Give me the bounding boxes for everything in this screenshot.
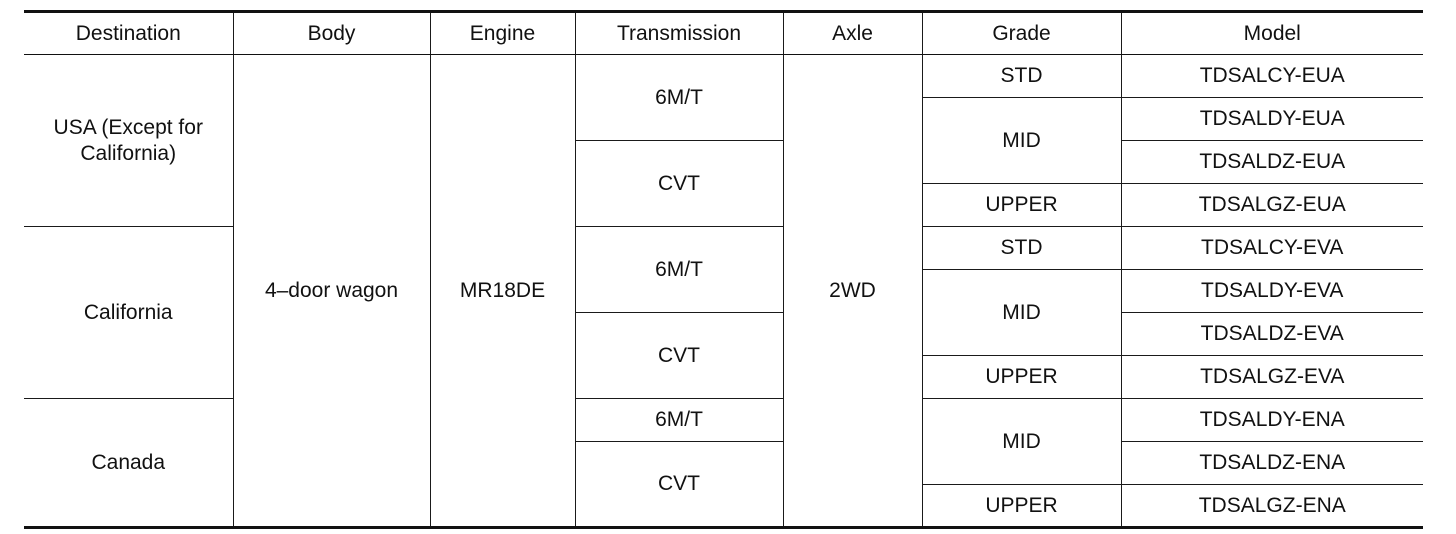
vehicle-identification-table: Destination Body Engine Transmission Axl… — [24, 10, 1423, 529]
header-engine: Engine — [429, 10, 576, 55]
transmission-cell: 6M/T — [574, 398, 784, 442]
table-row: CVT TDSALDZ-EVA — [24, 312, 1423, 399]
engine-cell: MR18DE — [429, 54, 576, 529]
header-model: Model — [1120, 10, 1423, 55]
model-cell: TDSALCY-EUA — [1120, 54, 1423, 98]
table-row: California 6M/T STD TDSALCY-EVA — [24, 226, 1423, 399]
model-cell: TDSALGZ-ENA — [1120, 484, 1423, 529]
table-row: UPPER TDSALGZ-ENA — [24, 484, 1423, 529]
model-cell: TDSALDY-EVA — [1120, 269, 1423, 313]
axle-cell: 2WD — [782, 54, 923, 529]
grade-cell: UPPER — [921, 355, 1122, 399]
body-cell: 4–door wagon — [232, 54, 431, 529]
destination-cell-canada: Canada — [24, 398, 234, 529]
header-axle: Axle — [782, 10, 923, 55]
header-transmission: Transmission — [574, 10, 784, 55]
model-cell: TDSALDZ-EVA — [1120, 312, 1423, 356]
transmission-cell: CVT — [574, 312, 784, 399]
model-cell: TDSALDZ-ENA — [1120, 441, 1423, 485]
grade-cell: UPPER — [921, 484, 1122, 529]
vehicle-identification-table-container: Destination Body Engine Transmission Axl… — [24, 10, 1423, 529]
grade-cell: STD — [921, 54, 1122, 98]
transmission-cell: 6M/T — [574, 226, 784, 313]
model-cell: TDSALGZ-EUA — [1120, 183, 1423, 227]
table-row: MID TDSALDY-EVA — [24, 269, 1423, 356]
table-row: Canada 6M/T MID TDSALDY-ENA — [24, 398, 1423, 529]
table-row: MID TDSALDY-EUA — [24, 97, 1423, 184]
transmission-cell: CVT — [574, 140, 784, 227]
model-cell: TDSALDY-EUA — [1120, 97, 1423, 141]
model-cell: TDSALGZ-EVA — [1120, 355, 1423, 399]
table-row: UPPER TDSALGZ-EVA — [24, 355, 1423, 399]
model-cell: TDSALDZ-EUA — [1120, 140, 1423, 184]
header-row: Destination Body Engine Transmission Axl… — [24, 10, 1423, 55]
grade-cell: MID — [921, 398, 1122, 485]
table-row: USA (Except for California) 4–door wagon… — [24, 54, 1423, 529]
table-row: UPPER TDSALGZ-EUA — [24, 183, 1423, 227]
destination-cell-usa: USA (Except for California) — [24, 54, 234, 227]
destination-cell-california: California — [24, 226, 234, 399]
header-body: Body — [232, 10, 431, 55]
grade-cell: MID — [921, 269, 1122, 356]
model-cell: TDSALCY-EVA — [1120, 226, 1423, 270]
model-cell: TDSALDY-ENA — [1120, 398, 1423, 442]
grade-cell: UPPER — [921, 183, 1122, 227]
header-destination: Destination — [24, 10, 234, 55]
transmission-cell: CVT — [574, 441, 784, 529]
grade-cell: STD — [921, 226, 1122, 270]
transmission-cell: 6M/T — [574, 54, 784, 141]
header-grade: Grade — [921, 10, 1122, 55]
grade-cell: MID — [921, 97, 1122, 184]
